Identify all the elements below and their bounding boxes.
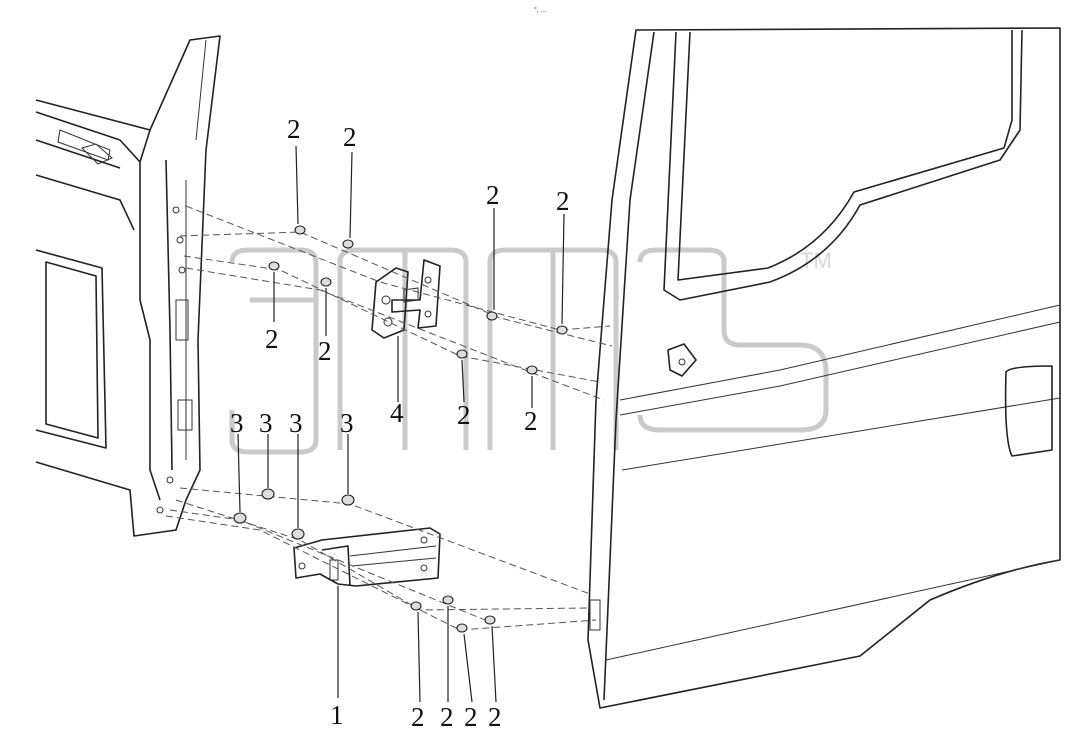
nut	[341, 494, 355, 506]
callout-label: 3	[259, 408, 273, 438]
upper-door-hinge	[371, 259, 441, 339]
cab-door-panel	[587, 27, 1061, 709]
callout-label: 2	[318, 336, 332, 366]
callout-label: 1	[330, 700, 344, 730]
header-note: °‚ ...	[534, 6, 546, 14]
bolt	[320, 277, 332, 287]
bolt	[442, 595, 454, 605]
bolt	[486, 311, 498, 321]
callout-label: 2	[265, 324, 279, 354]
callout-label: 2	[488, 702, 502, 732]
watermark-trademark: TM	[800, 248, 832, 273]
callout-label: 2	[464, 702, 478, 732]
callout-label: 2	[486, 180, 500, 210]
bolt	[484, 615, 496, 625]
cab-a-pillar	[35, 35, 221, 537]
bolt	[526, 365, 538, 375]
callout-label: 2	[457, 400, 471, 430]
bolt	[456, 623, 468, 633]
lower-door-hinge	[293, 527, 441, 587]
callout-label: 2	[287, 114, 301, 144]
callout-labels: 2 2 2 2 2 2 2 2 4 3 3 3 3 1 2 2 2 2	[230, 114, 570, 732]
bolt	[342, 239, 354, 249]
leader-lines	[237, 145, 565, 703]
bolt	[410, 601, 422, 611]
nut	[261, 488, 275, 500]
nut	[233, 512, 247, 524]
callout-label: 2	[343, 122, 357, 152]
callout-label: 2	[556, 186, 570, 216]
bolt	[268, 261, 280, 271]
callout-label: 2	[440, 702, 454, 732]
bolt	[456, 349, 468, 359]
callout-label: 2	[524, 406, 538, 436]
bolt	[294, 225, 306, 235]
nut	[291, 528, 305, 540]
bolt	[556, 325, 568, 335]
callout-label: 4	[390, 398, 404, 428]
callout-label: 3	[340, 408, 354, 438]
watermark-logo: TM	[229, 247, 832, 455]
callout-label: 3	[289, 408, 303, 438]
callout-label: 2	[411, 702, 425, 732]
callout-label: 3	[230, 408, 244, 438]
fasteners	[233, 225, 568, 633]
